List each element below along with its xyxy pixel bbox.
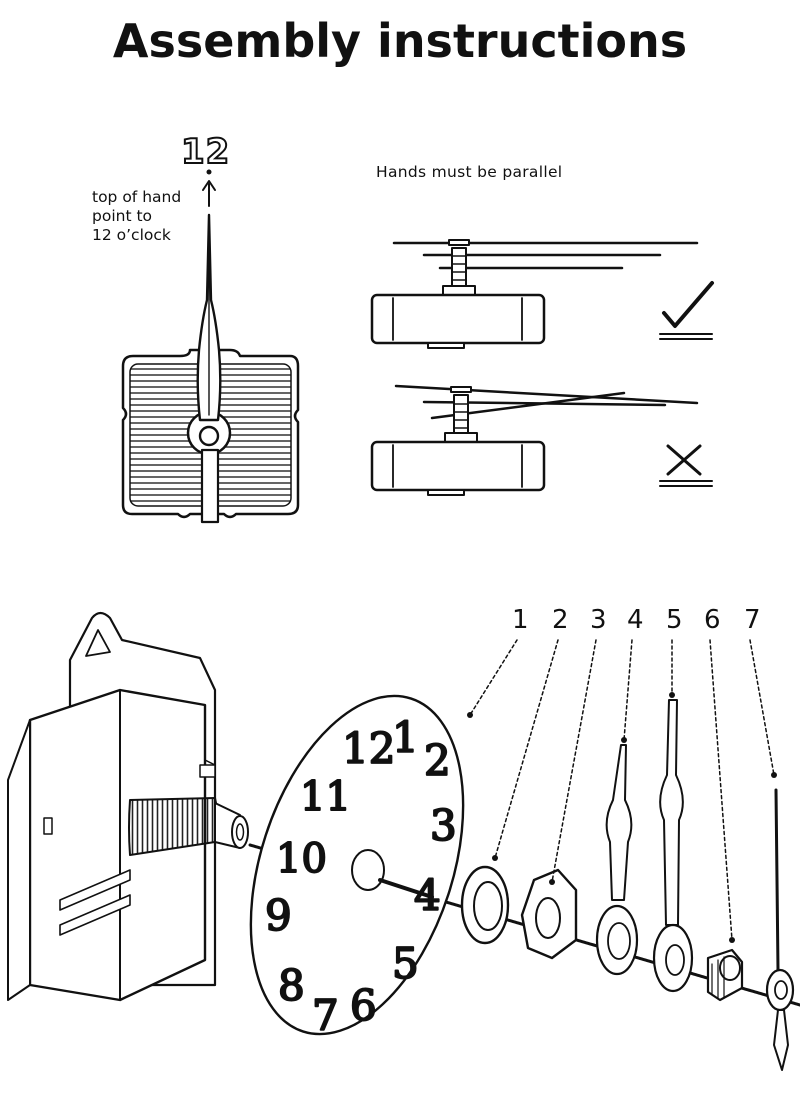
side-view-incorrect — [370, 384, 699, 496]
dial-numeral-11: 11 — [300, 774, 351, 820]
part-5-minute-hand — [652, 699, 694, 993]
dial-numeral-10: 10 — [276, 836, 327, 882]
part-6-cap-nut — [706, 948, 744, 1002]
dial-numeral-3: 3 — [430, 801, 457, 850]
dial-numeral-12: 12 — [342, 724, 395, 773]
dial-numeral-4: 4 — [414, 871, 441, 920]
leader-lines — [469, 639, 775, 941]
part-number-6: 6 — [704, 605, 721, 635]
part-2-washer — [460, 865, 510, 945]
part-number-3: 3 — [590, 605, 607, 635]
dial-numeral-8: 8 — [278, 961, 305, 1010]
page-title: Assembly instructions — [112, 14, 688, 68]
part-number-5: 5 — [666, 605, 683, 635]
dial-numeral-6: 6 — [350, 981, 377, 1030]
part-number-labels: 1 2 3 4 5 6 7 — [512, 605, 761, 635]
part-number-1: 1 — [512, 605, 529, 635]
side-view-correct — [370, 239, 699, 349]
twelve-oclock-label: 12 — [180, 131, 231, 173]
dial-numeral-5: 5 — [392, 939, 419, 988]
part-3-hex-nut — [520, 868, 578, 960]
dial-numeral-1: 1 — [392, 713, 419, 762]
clock-dial: 12 1 2 3 4 5 6 7 8 9 10 11 — [249, 694, 465, 1041]
hand-note-line-3: 12 o’clock — [92, 226, 171, 244]
dial-numeral-7: 7 — [312, 991, 339, 1040]
part-4-hour-hand — [595, 744, 639, 976]
cross-icon — [659, 444, 713, 487]
hand-alignment-note: top of hand point to 12 o’clock — [92, 188, 222, 245]
hand-note-line-2: point to — [92, 207, 153, 225]
checkmark-icon — [659, 281, 714, 340]
movement-front-view — [121, 169, 300, 524]
dial-numeral-9: 9 — [265, 891, 292, 940]
threaded-shaft — [128, 797, 249, 856]
leader-dots — [467, 692, 777, 943]
part-number-2: 2 — [552, 605, 569, 635]
part-number-4: 4 — [627, 605, 644, 635]
part-7-second-hand — [765, 788, 795, 1071]
dial-numeral-2: 2 — [424, 736, 451, 785]
part-number-7: 7 — [744, 605, 761, 635]
hand-note-line-1: top of hand — [92, 188, 182, 206]
hands-parallel-label: Hands must be parallel — [376, 163, 563, 181]
